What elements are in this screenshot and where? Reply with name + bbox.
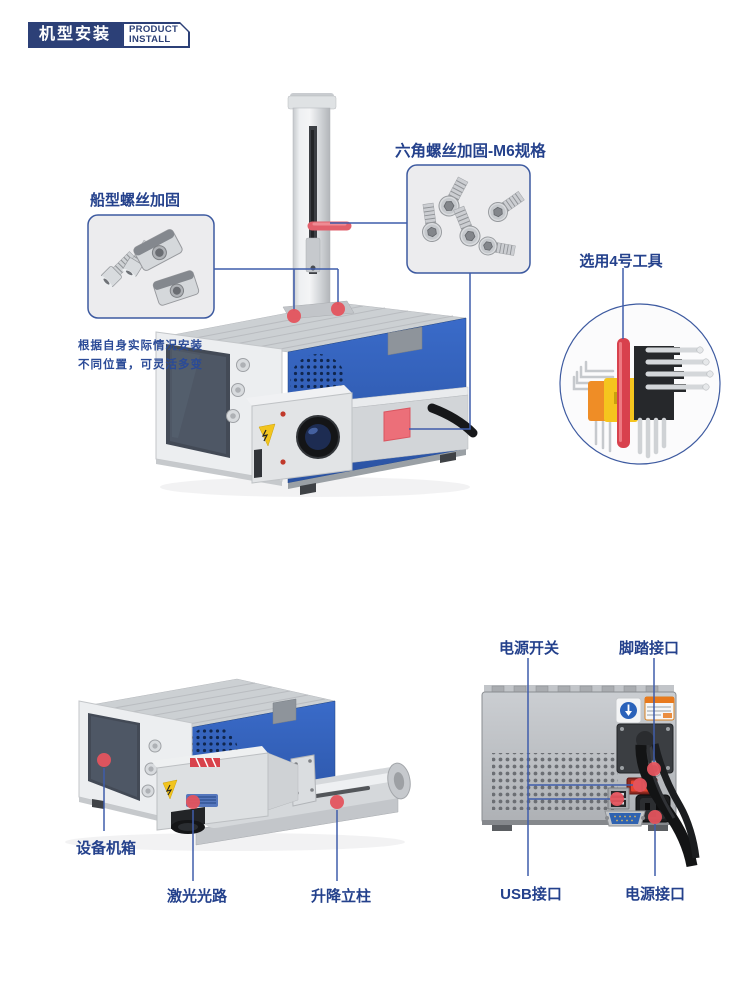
ground-label: [615, 697, 642, 724]
tag-line-2: INSTALL: [129, 34, 171, 45]
rear-panel-callout-lines: [527, 658, 656, 876]
lifting-column-label: 升降立柱: [310, 888, 372, 905]
boat-screw-note: 根据自身实际情况安装 不同位置，可灵活多变: [78, 337, 203, 375]
hex-screw-label: 六角螺丝加固-M6规格: [395, 143, 546, 160]
foot-pedal-label: 脚踏接口: [618, 640, 680, 657]
rear-panel-illustration: [481, 685, 700, 868]
touchscreen-panel: [155, 331, 283, 486]
vga-connector: [604, 810, 646, 827]
side-machine-illustration: [65, 678, 411, 851]
column-clamp-handle: [307, 221, 352, 231]
section-title: 机型安装: [28, 22, 123, 48]
allen-key-set: [572, 338, 714, 459]
boat-screw-label: 船型螺丝加固: [90, 192, 181, 209]
note-line-2: 不同位置，可灵活多变: [78, 359, 203, 371]
vent-grid: [492, 753, 618, 810]
tool-label: 选用4号工具: [579, 253, 663, 270]
power-switch-label: 电源开关: [498, 640, 560, 657]
boat-screw-callout-box: [87, 214, 215, 319]
warning-label: [644, 696, 675, 721]
laser-path-label: 激光光路: [166, 888, 228, 905]
tag-line-1: PRODUCT: [129, 23, 179, 35]
chassis-label: 设备机箱: [75, 840, 137, 857]
laser-head-unit: [246, 385, 478, 484]
tool-circle: [559, 303, 721, 465]
laser-head-unit: [151, 746, 299, 834]
top-callout-lines: [214, 222, 624, 430]
laser-cable: [427, 403, 478, 438]
side-machine-callout-lines: [103, 768, 338, 881]
section-subtitle-tag: PRODUCT INSTALL: [122, 22, 190, 48]
power-cables: [635, 743, 700, 868]
top-marker-dots: [287, 302, 345, 323]
side-machine-marker-dots: [97, 753, 344, 809]
usb-port-label: USB接口: [500, 886, 562, 903]
note-line-1: 根据自身实际情况安装: [78, 340, 203, 352]
rear-panel-marker-dots: [610, 762, 662, 824]
power-inlet-label: 电源接口: [624, 886, 686, 903]
section-header: 机型安装 PRODUCT INSTALL: [28, 22, 190, 48]
hex-screw-callout-box: [406, 164, 531, 274]
